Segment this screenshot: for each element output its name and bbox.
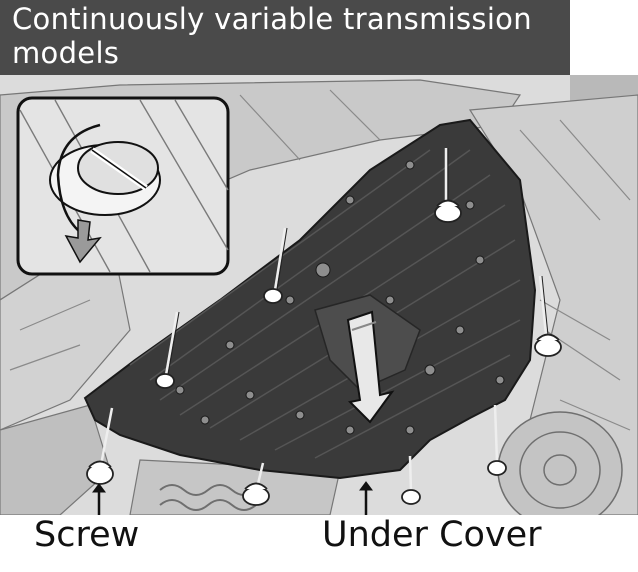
under-cover-label: Under Cover <box>322 515 542 555</box>
under-cover-panel <box>83 118 537 480</box>
counterclockwise-rotation-arrow-icon <box>56 123 101 233</box>
screw-clip-3 <box>155 373 175 389</box>
removal-arrow <box>346 310 395 424</box>
screw-clip-4 <box>534 333 562 357</box>
screw-leader-lines-shadow <box>167 148 549 376</box>
right-hub <box>497 411 623 515</box>
screw-clips <box>86 199 562 506</box>
screw-label: Screw <box>34 515 140 555</box>
screw-clip-1 <box>434 199 462 223</box>
underbody-illustration <box>0 75 638 515</box>
lower-spring <box>159 484 257 511</box>
figure-title: Continuously variable transmission model… <box>12 2 532 70</box>
panel-holes <box>175 160 505 435</box>
screw-clip-7 <box>401 489 421 505</box>
screw-clip-2 <box>263 288 283 304</box>
downward-removal-arrow-icon <box>64 219 102 264</box>
screw-clip-5 <box>86 460 114 485</box>
screw-clip-8 <box>487 460 507 476</box>
screw-leader-lines <box>99 148 548 493</box>
screw-release-inset-icon <box>16 96 230 276</box>
label-pointers <box>92 481 373 515</box>
inset-bolt <box>49 141 161 216</box>
lower-left-structure <box>0 404 111 515</box>
screw-clip-6 <box>242 482 270 506</box>
title-band: Continuously variable transmission model… <box>0 0 570 75</box>
